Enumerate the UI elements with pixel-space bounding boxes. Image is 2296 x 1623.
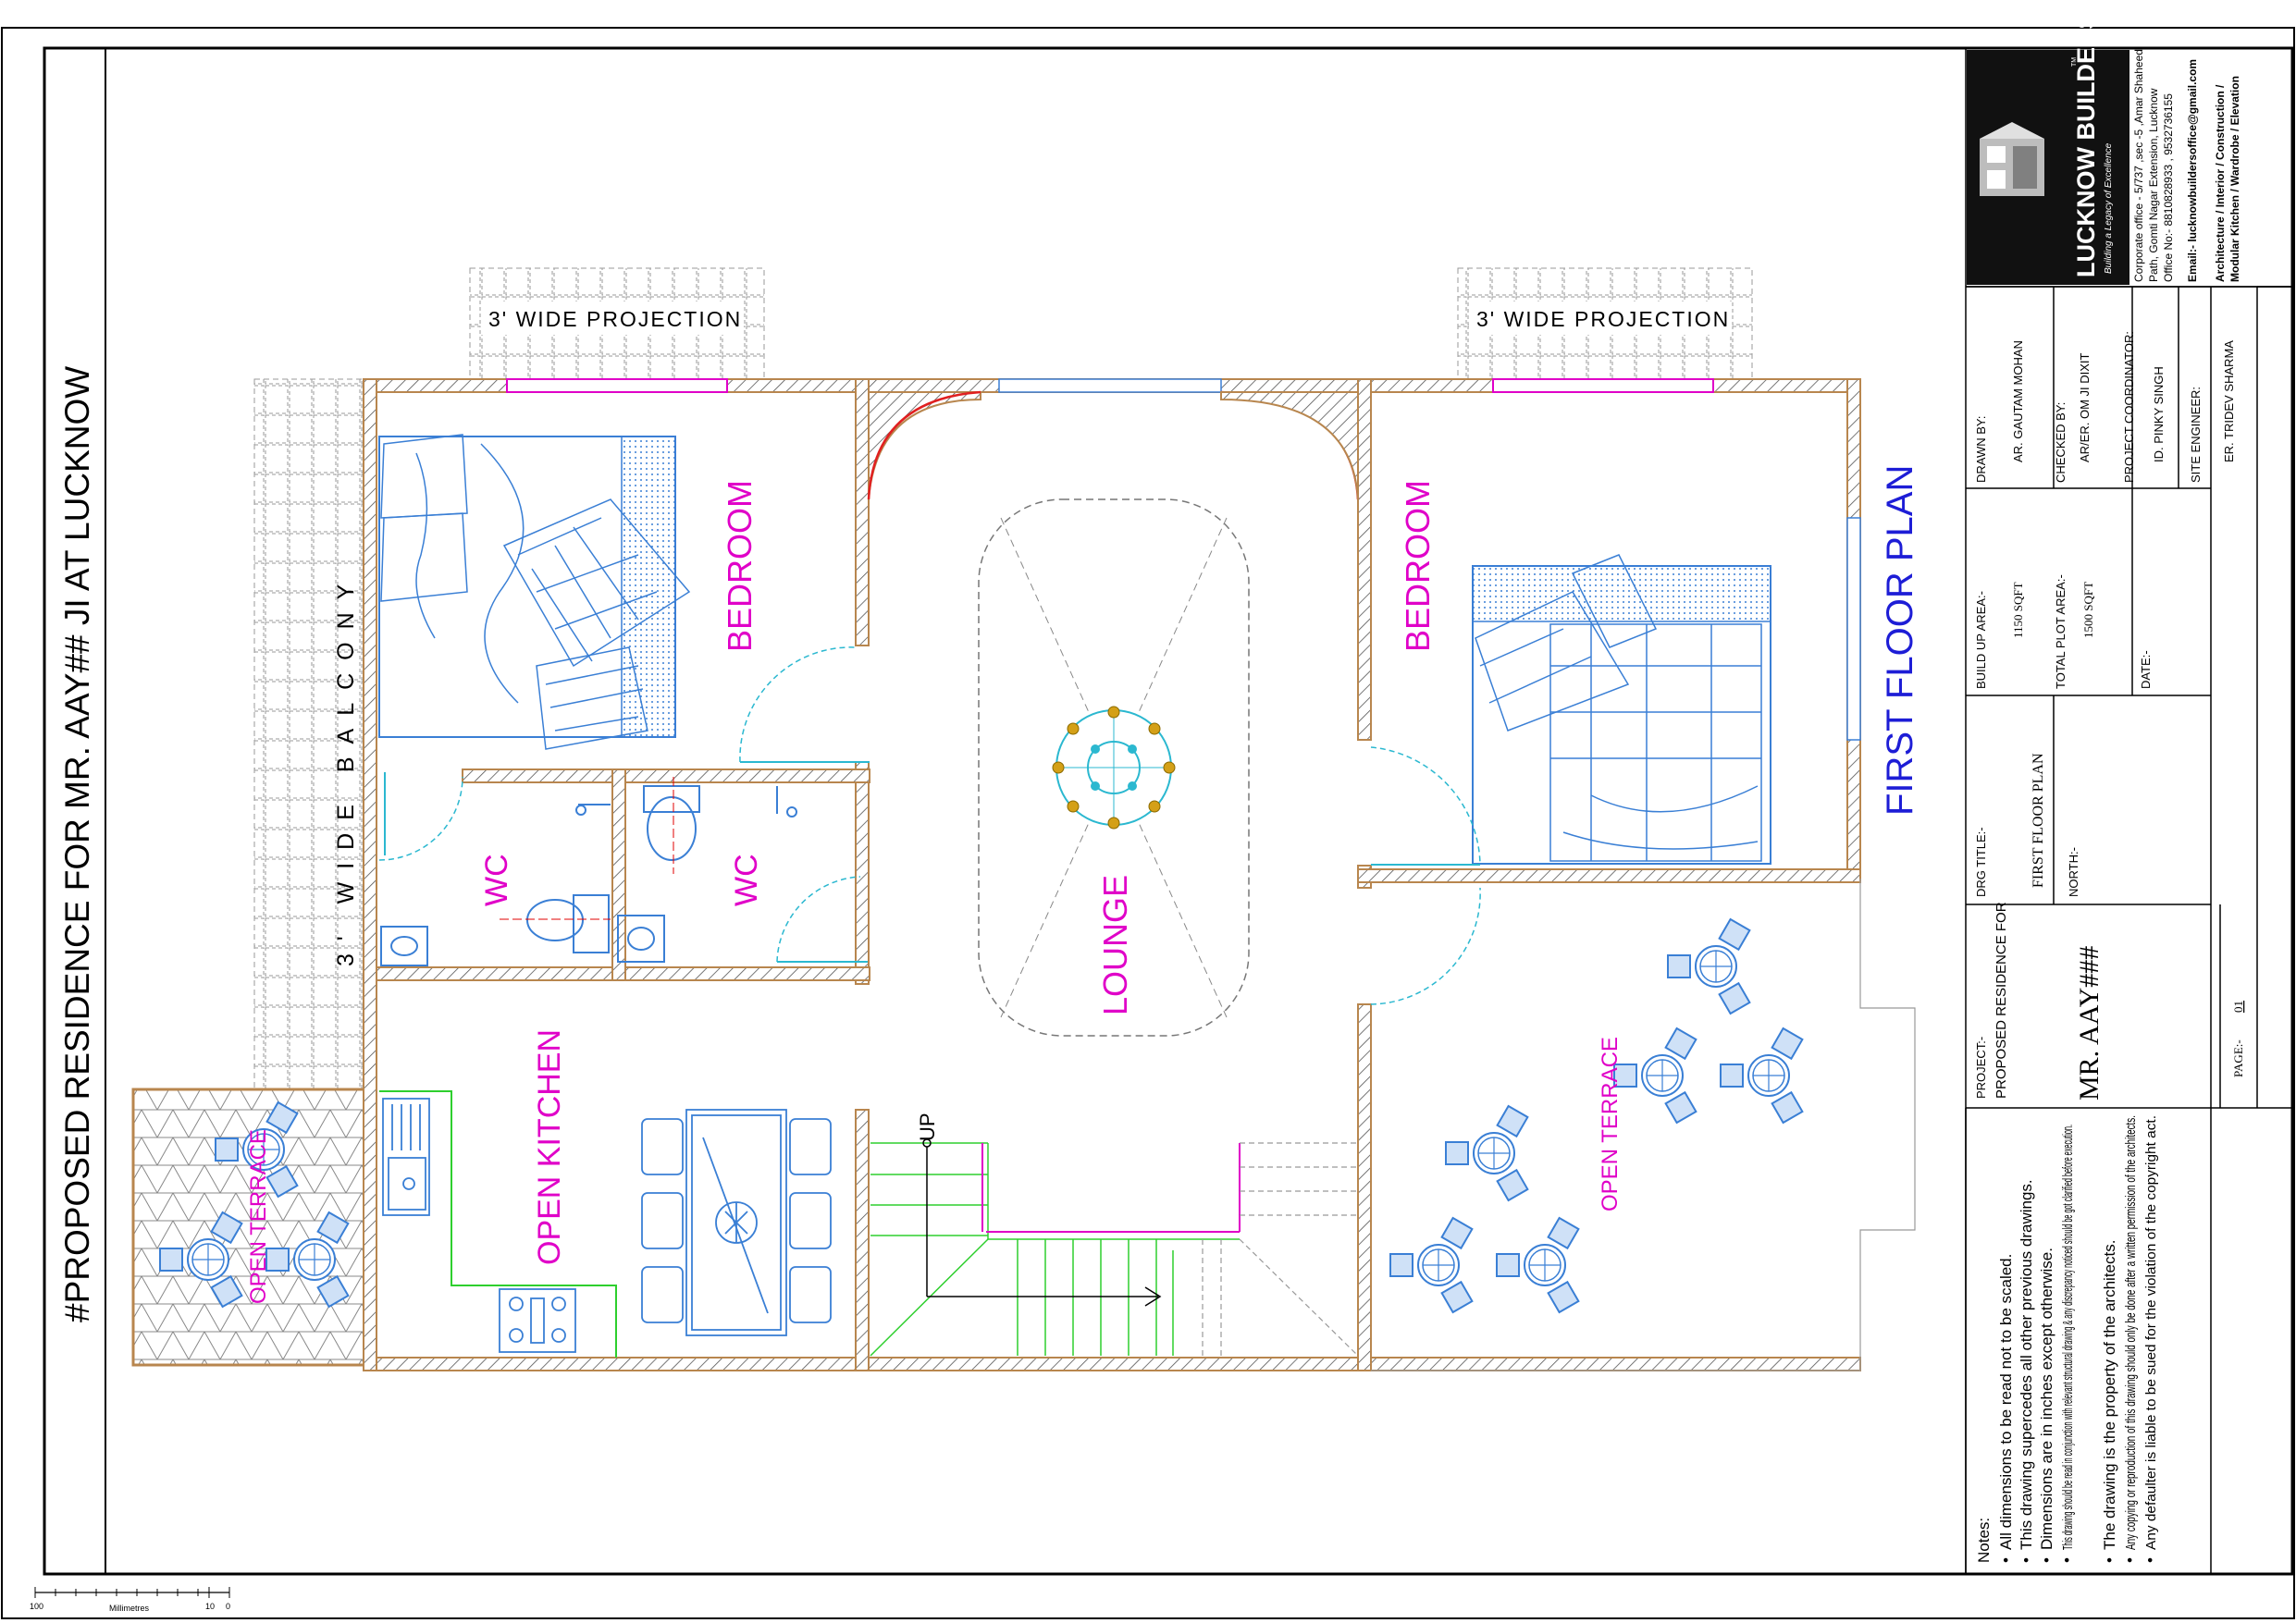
wall-left-bedroom-right (855, 378, 870, 646)
company-services-1: Architecture / Interior / Construction / (2214, 84, 2227, 282)
svg-text:•: • (2018, 1557, 2035, 1563)
client-name: MR. AAY### (2074, 946, 2105, 1100)
open-kitchen-label: OPEN KITCHEN (532, 1029, 567, 1265)
wall-wc-divider (611, 768, 626, 981)
kitchen-sink (382, 1098, 430, 1216)
page-label: PAGE:- (2231, 1039, 2245, 1077)
building-logo-icon (1980, 122, 2044, 196)
bedroom-left-label: BEDROOM (721, 480, 759, 652)
wall-wc-top (462, 768, 870, 783)
company-services-2: Modular Kitchen / Wardrobe / Elevation (2228, 76, 2241, 282)
north-label: NORTH:- (2067, 847, 2080, 897)
scale-bar: 100 10 0 Millimetres (30, 1587, 230, 1613)
svg-text:•: • (1997, 1557, 2015, 1563)
note-4: This drawing should be read in conjuncti… (2060, 1125, 2076, 1550)
scale-tick-0: 0 (226, 1602, 230, 1611)
open-terrace-right-label: OPEN TERRACE (1598, 1037, 1623, 1211)
company-tagline: Building a Legacy of Excellence (2104, 142, 2114, 274)
notes-block: Notes: • All dimensions to be read not to… (1975, 1115, 2159, 1563)
plan-heading: FIRST FLOOR PLAN (1880, 465, 1920, 816)
company-address-1: Corporate office - 5/737 ,sec -5 ,Amar S… (2132, 49, 2145, 282)
drawn-by-value: AR. GAUTAM MOHAN (2011, 340, 2025, 462)
company-email: Email:- lucknowbuildersoffice@gmail.com (2186, 59, 2199, 282)
projection-left-label: 3' WIDE PROJECTION (488, 307, 742, 331)
project-value: PROPOSED RESIDENCE FOR (1994, 902, 2009, 1099)
date-label: DATE:- (2139, 650, 2153, 689)
kitchen-hob (499, 1288, 576, 1353)
staircase (870, 1142, 1240, 1357)
note-6: Any copying or reproduction of this draw… (2123, 1115, 2139, 1550)
wall-left (363, 378, 377, 1371)
balcony-label: 3' WIDE BALCONY (333, 572, 359, 966)
checked-by-label: CHECKED BY: (2054, 402, 2068, 483)
site-engineer-value: ER. TRIDEV SHARMA (2222, 340, 2236, 462)
door-swing-bedroom-right (1370, 746, 1481, 866)
company-address-2: Path, Gomti Nagar Extension, Lucknow (2147, 88, 2160, 282)
chandelier (1052, 706, 1176, 830)
company-logo-block: LUCKNOW BUILDERS TM Building a Legacy of… (1967, 13, 2241, 285)
door-swing-wc-left (378, 776, 463, 861)
checked-by-value: AR/ER. OM JI DIXIT (2078, 352, 2092, 462)
wall-right-bedroom-left (1357, 378, 1372, 741)
lounge-false-ceiling (978, 498, 1250, 1037)
scale-caption: Millimetres (109, 1604, 150, 1613)
coordinator-value: ID. PINKY SINGH (2152, 366, 2166, 462)
project-label: PROJECT:- (1974, 1037, 1988, 1099)
drg-title-label: DRG TITLE:- (1974, 827, 1988, 897)
company-phone: Office No:- 8810828933 , 9532736155 (2162, 93, 2175, 282)
stair-up-label: UP (916, 1113, 939, 1141)
note-2: This drawing supercedes all other previo… (2018, 1179, 2035, 1550)
page-value: 01 (2231, 1001, 2245, 1013)
door-swing-lounge-right (1370, 887, 1481, 1005)
company-name: LUCKNOW BUILDERS (2072, 13, 2100, 277)
door-swing-wc-right (776, 876, 861, 963)
stair-direction-arrow (922, 1138, 1162, 1307)
coordinator-label: PROJECT COORDINATOR: (2122, 331, 2136, 483)
main-title: #PROPOSED RESIDENCE FOR MR. AAY## JI AT … (58, 366, 96, 1322)
wc-left-fixtures (380, 894, 665, 966)
outer-border (1, 27, 2295, 1619)
note-3: Dimensions are in inches except otherwis… (2038, 1248, 2055, 1550)
scale-tick-10: 10 (205, 1602, 215, 1611)
svg-text:•: • (2142, 1557, 2159, 1563)
company-tm: TM (2071, 57, 2078, 67)
dining-table (641, 1109, 832, 1336)
note-7: Any defaulter is liable to be sued for t… (2143, 1115, 2159, 1550)
wc-right-label: WC (729, 854, 764, 906)
open-terrace-left-label: OPEN TERRACE (246, 1129, 271, 1304)
wall-right-bedroom-bottom (1357, 868, 1861, 883)
note-1: All dimensions to be read not to be scal… (1997, 1254, 2015, 1550)
plot-area-value: 1500 SQFT (2081, 582, 2095, 638)
lounge-label: LOUNGE (1096, 875, 1134, 1015)
site-engineer-label: SITE ENGINEER: (2189, 387, 2203, 483)
note-5: The drawing is the property of the archi… (2101, 1240, 2118, 1550)
floor-plan: 3' WIDE BALCONY 3' WIDE PROJECTION 3' WI… (131, 267, 1916, 1371)
svg-text:•: • (2101, 1557, 2118, 1563)
wc-left-label: WC (479, 854, 514, 906)
build-up-value: 1150 SQFT (2011, 582, 2025, 638)
svg-text:•: • (2038, 1557, 2055, 1563)
bedroom-right-label: BEDROOM (1399, 480, 1437, 652)
svg-text:•: • (2058, 1557, 2076, 1563)
projection-right-label: 3' WIDE PROJECTION (1476, 307, 1730, 331)
kitchen-counter (379, 1090, 617, 1358)
door-swing-bedroom-left (739, 646, 857, 763)
right-terrace-edge (1371, 879, 1916, 1371)
bed-right (1472, 554, 1771, 865)
notes-heading: Notes: (1975, 1518, 1993, 1563)
drawn-by-label: DRAWN BY: (1974, 416, 1988, 483)
balcony-area (253, 378, 364, 1092)
stair-lower-flight (1202, 1142, 1359, 1357)
build-up-label: BUILD UP AREA:- (1974, 591, 1988, 689)
scale-tick-100: 100 (30, 1602, 43, 1611)
inner-border (43, 46, 2294, 1576)
bed-left (378, 434, 691, 750)
plot-area-label: TOTAL PLOT AREA:- (2054, 574, 2068, 689)
drg-title-value: FIRST FLOOR PLAN (2031, 753, 2046, 888)
svg-text:•: • (2121, 1557, 2139, 1563)
wc-right-fixtures (575, 785, 797, 861)
wall-bottom (363, 1357, 1861, 1371)
